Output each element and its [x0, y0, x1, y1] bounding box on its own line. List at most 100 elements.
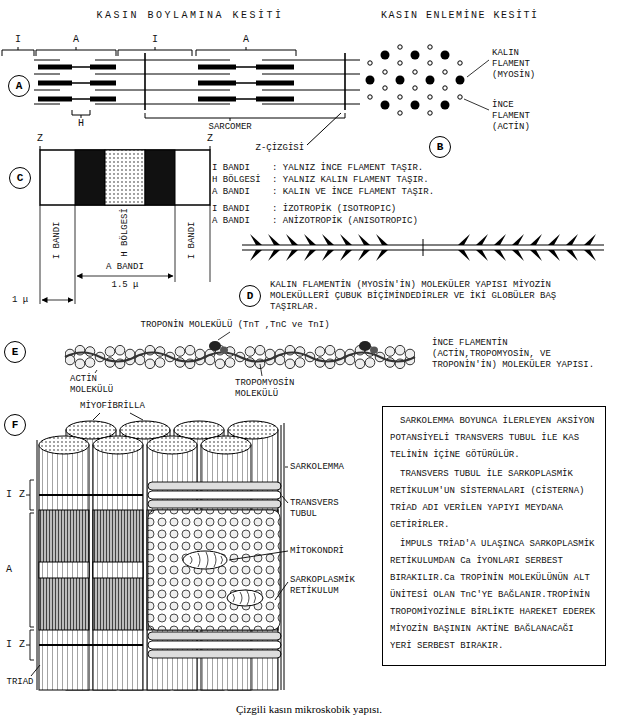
figure-label: I BANDI	[52, 221, 63, 259]
thin-filament	[95, 370, 97, 373]
figure-label: TRANSVERS TUBUL	[290, 498, 346, 520]
cross-section-dots	[464, 60, 489, 110]
panel-letter: E	[12, 346, 19, 358]
cross-section-dots	[368, 61, 372, 65]
figure-label: A BANDI	[212, 187, 250, 198]
figure-label: Z	[19, 639, 25, 651]
cross-section-dots	[428, 61, 432, 65]
figure-label: : ANİZOTROPİK (ANISOTROPIC)	[272, 216, 418, 227]
sarcomere-figure	[198, 97, 236, 102]
figure-label: A	[73, 34, 79, 46]
muscle-fiber-block	[148, 510, 280, 630]
cross-section-dots	[458, 61, 462, 65]
band-diagram	[40, 205, 41, 304]
muscle-fiber-block	[148, 650, 281, 658]
cross-section-dots	[464, 99, 489, 110]
muscle-fiber-block	[183, 551, 263, 606]
muscle-fiber-block	[148, 491, 281, 499]
cross-section-dots	[428, 45, 432, 49]
thin-filament	[65, 332, 415, 376]
thin-filament	[260, 364, 262, 376]
cross-section-dots	[396, 76, 405, 85]
muscle-fiber-block	[39, 562, 89, 578]
band-diagram	[40, 150, 210, 205]
figure-label: TROPONİN MOLEKÜLÜ (TnT ,TnC ve TnI)	[141, 320, 330, 331]
figure-label: ACTİN MOLEKÜLÜ	[70, 374, 120, 396]
figure-label: SARKOPLASMİK RETİKULUM	[290, 575, 362, 597]
figure-label: I	[152, 34, 158, 46]
muscle-fiber-block	[147, 436, 197, 454]
cross-section-dots	[366, 51, 465, 110]
figure-label: Z	[19, 489, 25, 501]
figure-label: SARKOLEMMA	[290, 462, 344, 473]
muscle-fiber-block	[148, 482, 281, 658]
panel-letter: B	[437, 141, 444, 153]
muscle-fiber-block	[130, 413, 143, 420]
figure-label: SARCOMER	[209, 122, 252, 133]
muscle-fiber-block	[93, 510, 143, 630]
thin-filament	[359, 341, 371, 351]
thin-filament	[65, 353, 415, 362]
cross-section-dots	[381, 101, 390, 110]
thin-filament	[95, 332, 262, 376]
figure-caption: Çizgili kasın mikroskobik yapısı.	[236, 703, 382, 715]
cross-section-dots	[383, 86, 387, 90]
figure-label: I BANDI	[187, 221, 198, 259]
cross-section-dots	[368, 45, 462, 115]
myosin-filament	[248, 250, 392, 262]
sarcomere-figure	[145, 113, 345, 121]
figure-label: : İZOTROPİK (ISOTROPIC)	[272, 204, 396, 215]
note-paragraph: İMPULS TRİAD'A ULAŞINCA SARKOPLASMİK RET…	[390, 536, 598, 655]
muscle-fiber-block	[26, 645, 30, 646]
figure-label: H BÖLGESİ	[212, 175, 261, 186]
figure-label: Z	[37, 133, 43, 145]
sarcomere-figure	[256, 97, 294, 102]
figure-label: TRIAD	[7, 677, 34, 688]
figure-label: H	[78, 118, 84, 130]
sarcomere-figure	[34, 60, 360, 104]
cross-section-dots	[398, 45, 402, 49]
figure-label: : KALIN VE İNCE FLAMENT TAŞIR.	[272, 187, 434, 198]
thin-filament	[218, 332, 230, 340]
myosin-filament	[454, 250, 598, 262]
muscle-fiber-block	[39, 445, 89, 690]
muscle-fiber-block	[39, 510, 89, 630]
muscle-fiber-block	[39, 436, 89, 454]
muscle-fiber-block	[93, 562, 143, 578]
muscle-fiber-block	[26, 413, 288, 676]
sarcomere-figure	[72, 110, 90, 118]
muscle-fiber-block	[93, 445, 143, 690]
figure-label: KALIN FLAMENTİN (MYOSİN'İN) MOLEKÜLER YA…	[270, 280, 570, 312]
muscle-fiber-block	[39, 495, 143, 645]
sarcomere-figure	[344, 53, 346, 110]
cross-section-dots	[467, 60, 489, 77]
figure-label: A BANDI	[212, 216, 250, 227]
figure-label: I	[6, 639, 12, 651]
cross-section-dots	[441, 51, 450, 60]
sarcomere-figure	[307, 113, 341, 145]
figure-label: TROPOMYOSİN MOLEKÜLÜ	[235, 378, 301, 400]
sarcomere-figure	[2, 47, 360, 145]
sarcomere-figure	[38, 65, 294, 102]
panel-letter-circle: B	[429, 136, 451, 158]
muscle-fiber-block	[30, 630, 34, 660]
sarcomere-figure	[34, 74, 360, 75]
muscle-fiber-block	[30, 513, 34, 627]
cross-section-dots	[411, 51, 420, 60]
cross-section-dots	[366, 76, 375, 85]
panel-letter: C	[17, 172, 24, 184]
cross-section-dots	[426, 76, 435, 85]
cross-section-dots	[428, 95, 432, 99]
sarcomere-figure	[90, 65, 116, 70]
band-diagram	[105, 150, 145, 205]
sarcomere-figure	[198, 81, 236, 86]
cross-section-dots	[413, 70, 417, 74]
myosin-filament	[423, 239, 424, 256]
muscle-fiber-block	[30, 480, 34, 510]
myosin-filament	[248, 233, 392, 245]
sarcomere-figure	[34, 60, 360, 61]
cross-section-dots	[383, 70, 387, 74]
cross-section-dots	[443, 70, 447, 74]
cross-section-dots	[398, 95, 402, 99]
